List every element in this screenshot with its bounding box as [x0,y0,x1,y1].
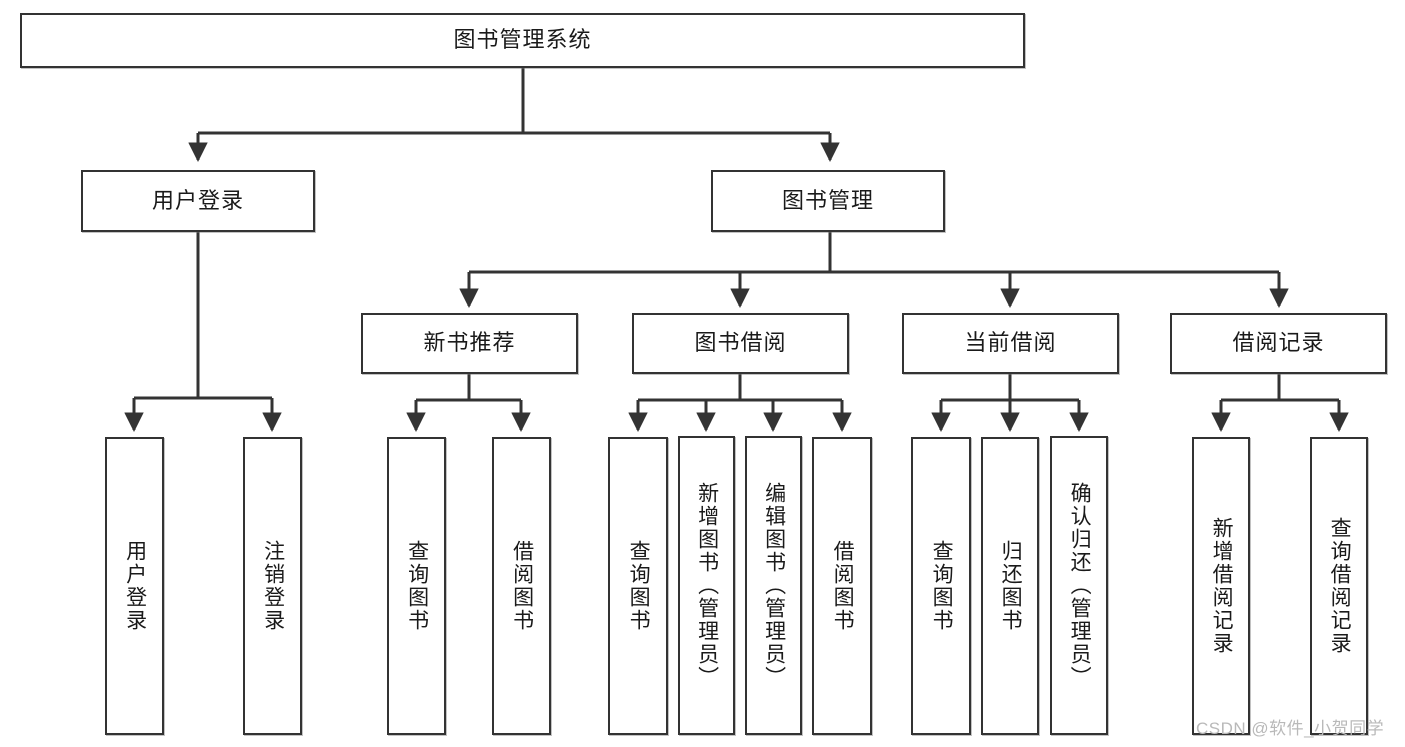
node-current-borrow[interactable]: 当前借阅 [902,313,1119,374]
leaf-current-return-book[interactable]: 归还图书 [981,437,1039,735]
node-current-borrow-label: 当前借阅 [964,330,1057,356]
watermark-text: CSDN @软件_小贺同学 [1196,719,1385,738]
node-new-book-recommend[interactable]: 新书推荐 [361,313,578,374]
leaf-recommend-borrow-book[interactable]: 借阅图书 [492,437,551,735]
leaf-label: 查询图书 [405,540,429,632]
node-book-borrow-label: 图书借阅 [694,330,787,356]
leaf-label: 查询图书 [930,540,954,632]
leaf-label: 借阅图书 [831,540,855,632]
leaf-label: 确认归还（管理员） [1068,482,1092,689]
node-root-label: 图书管理系统 [453,27,592,53]
node-book-management[interactable]: 图书管理 [711,170,945,232]
leaf-borrow-borrow-book[interactable]: 借阅图书 [812,437,872,735]
node-book-management-label: 图书管理 [781,187,874,213]
leaf-current-confirm-return-admin[interactable]: 确认归还（管理员） [1050,436,1108,735]
leaf-label: 查询借阅记录 [1328,517,1352,655]
leaf-borrow-edit-book-admin[interactable]: 编辑图书（管理员） [745,436,802,735]
leaf-borrow-add-book-admin[interactable]: 新增图书（管理员） [678,436,735,735]
leaf-record-add-record[interactable]: 新增借阅记录 [1192,437,1250,735]
leaf-record-query-record[interactable]: 查询借阅记录 [1310,437,1368,735]
leaf-label: 归还图书 [999,540,1023,632]
leaf-user-login-login[interactable]: 用户登录 [105,437,164,735]
node-user-login[interactable]: 用户登录 [81,170,315,232]
node-user-login-label: 用户登录 [151,187,244,213]
leaf-label: 查询图书 [627,540,651,632]
leaf-user-login-logout[interactable]: 注销登录 [243,437,302,735]
node-book-borrow[interactable]: 图书借阅 [632,313,849,374]
node-root-system[interactable]: 图书管理系统 [20,13,1025,68]
leaf-label: 注销登录 [261,540,285,632]
leaf-label: 新增图书（管理员） [695,482,719,689]
leaf-borrow-query-book[interactable]: 查询图书 [608,437,668,735]
leaf-label: 编辑图书（管理员） [762,482,786,689]
node-new-book-recommend-label: 新书推荐 [423,330,516,356]
leaf-current-query-book[interactable]: 查询图书 [911,437,971,735]
leaf-label: 借阅图书 [510,540,534,632]
leaf-recommend-query-book[interactable]: 查询图书 [387,437,446,735]
leaf-label: 新增借阅记录 [1210,517,1234,655]
leaf-label: 用户登录 [123,540,147,632]
node-borrow-record-label: 借阅记录 [1232,330,1325,356]
node-borrow-record[interactable]: 借阅记录 [1170,313,1387,374]
